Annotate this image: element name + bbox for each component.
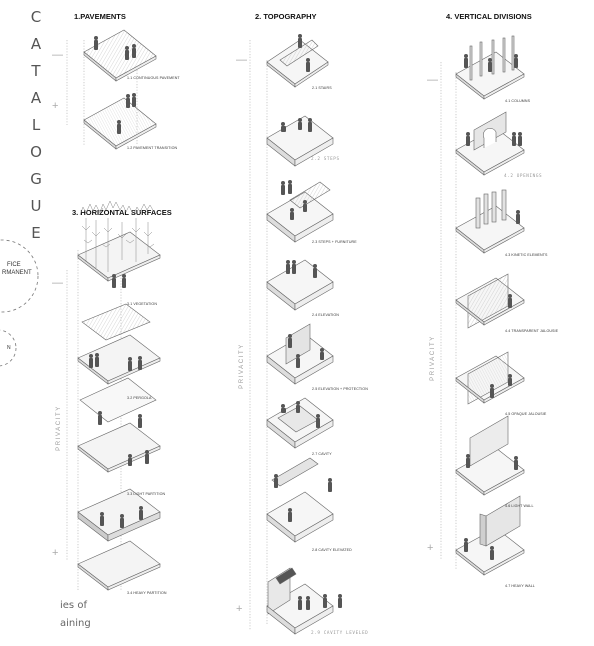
item-label: 4.2 OPENINGS — [504, 174, 542, 179]
item-label: 4.4 TRANSPARENT JALOUSIE — [505, 329, 558, 333]
item-label: 4.5 OPAQUE JALOUSIE — [505, 412, 546, 416]
item-label: 2.5 ELEVATION + PROTECTION — [312, 387, 368, 391]
item-label: 4.3 KINETIC ELEMENTS — [505, 253, 548, 257]
item-label: 2.3 STEPS + FURNITURE — [312, 240, 357, 244]
item-label: 1.1 CONTINUOUS PAVEMENT — [127, 76, 180, 80]
item-label: 2.9 CAVITY LEVELED — [311, 631, 368, 636]
item-label: 3.1 VEGETATION — [127, 302, 157, 306]
item-label: 2.8 CAVITY ELEVATED — [312, 548, 352, 552]
item-label: 2.7 CAVITY — [312, 452, 332, 456]
item-label: 3.2 PERGOLA — [127, 396, 151, 400]
pergola-slab — [78, 304, 160, 384]
item-label: 1.2 PAVEMENT TRANSITION — [127, 146, 177, 150]
item-label: 4.7 HEAVY WALL — [505, 584, 535, 588]
item-label: 2.1 STAIRS — [312, 86, 332, 90]
heavy-partition-slabs — [78, 489, 160, 590]
vertical-division-slabs — [456, 36, 524, 575]
item-label: 2.2 STEPS — [311, 157, 340, 162]
item-label: 4.6 LIGHT WALL — [505, 504, 534, 508]
item-label: 3.3 LIGHT PARTITION — [127, 492, 165, 496]
item-label: 3.4 HEAVY PARTITION — [127, 591, 167, 595]
item-label: 2.4 ELEVATION — [312, 313, 339, 317]
item-label: 4.1 COLUMNS — [505, 99, 530, 103]
vegetation-slab — [78, 232, 160, 281]
